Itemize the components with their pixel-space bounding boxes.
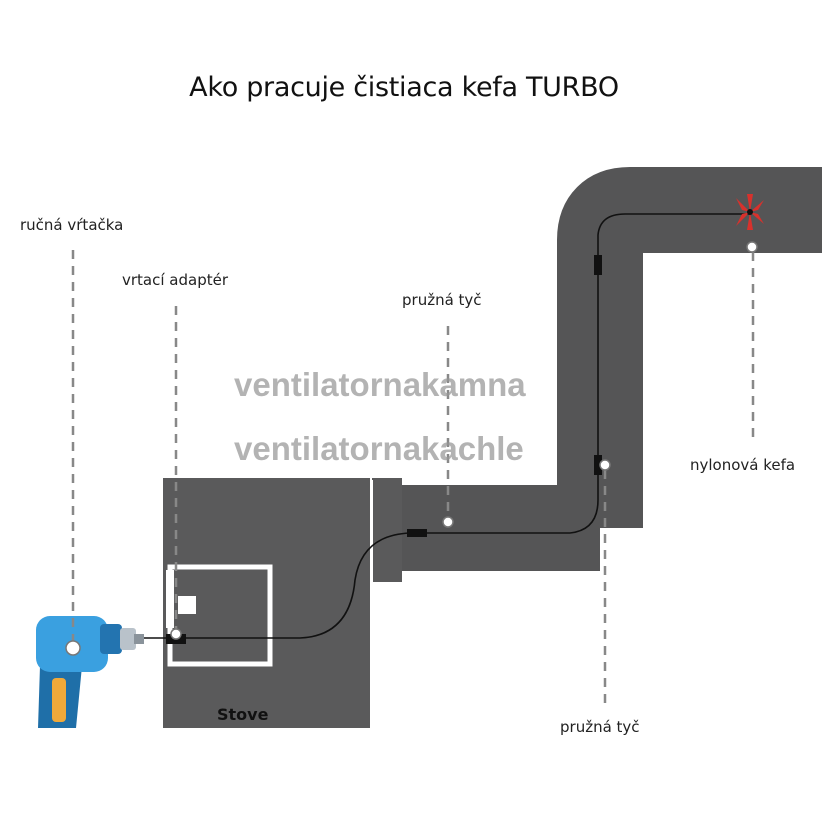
brush-icon (736, 194, 764, 230)
page-title: Ako pracuje čistiaca kefa TURBO (189, 72, 619, 103)
marker-brush (746, 241, 758, 253)
rod-coupler (594, 255, 602, 275)
rod-coupler (407, 529, 427, 537)
stove-inner-block (178, 596, 196, 614)
watermark-line-1: ventilatornakamna (234, 366, 526, 403)
label-drill: ručná vŕtačka (20, 216, 124, 234)
stove (163, 478, 370, 728)
rod-coupler (594, 455, 602, 475)
pipe-collar (372, 478, 402, 582)
marker-adapter (170, 628, 182, 640)
label-adapter: vrtací adaptér (122, 271, 229, 289)
label-rod-bottom: pružná tyč (560, 718, 640, 736)
marker-drill (65, 640, 81, 656)
marker-rod-top (442, 516, 454, 528)
label-brush: nylonová kefa (690, 456, 796, 474)
label-stove: Stove (217, 705, 269, 724)
drill-icon (36, 616, 144, 728)
marker-rod-bottom (599, 459, 611, 471)
label-rod-top: pružná tyč (402, 291, 482, 309)
watermark-line-2: ventilatornakachle (234, 430, 524, 467)
stove-inner-opening (166, 570, 174, 628)
